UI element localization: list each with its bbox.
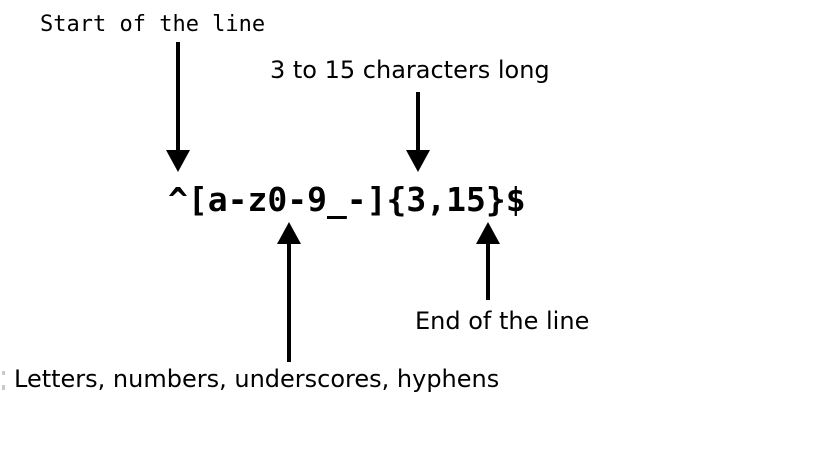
arrow-length-quantifier [406,92,430,172]
clipped-glyph-fragment-bottom [2,385,5,390]
annotation-label-length-quantifier: 3 to 15 characters long [270,56,550,84]
annotation-label-character-class: Letters, numbers, underscores, hyphens [14,365,500,393]
arrow-end-of-line [476,222,500,300]
arrow-character-class [277,222,301,362]
arrow-start-of-line [166,42,190,172]
regex-pattern-text: ^[a-z0-9_-]{3,15}$ [168,180,526,219]
clipped-glyph-fragment-top [2,371,5,375]
annotation-label-start-of-line: Start of the line [40,12,266,37]
annotation-label-end-of-line: End of the line [415,307,590,335]
